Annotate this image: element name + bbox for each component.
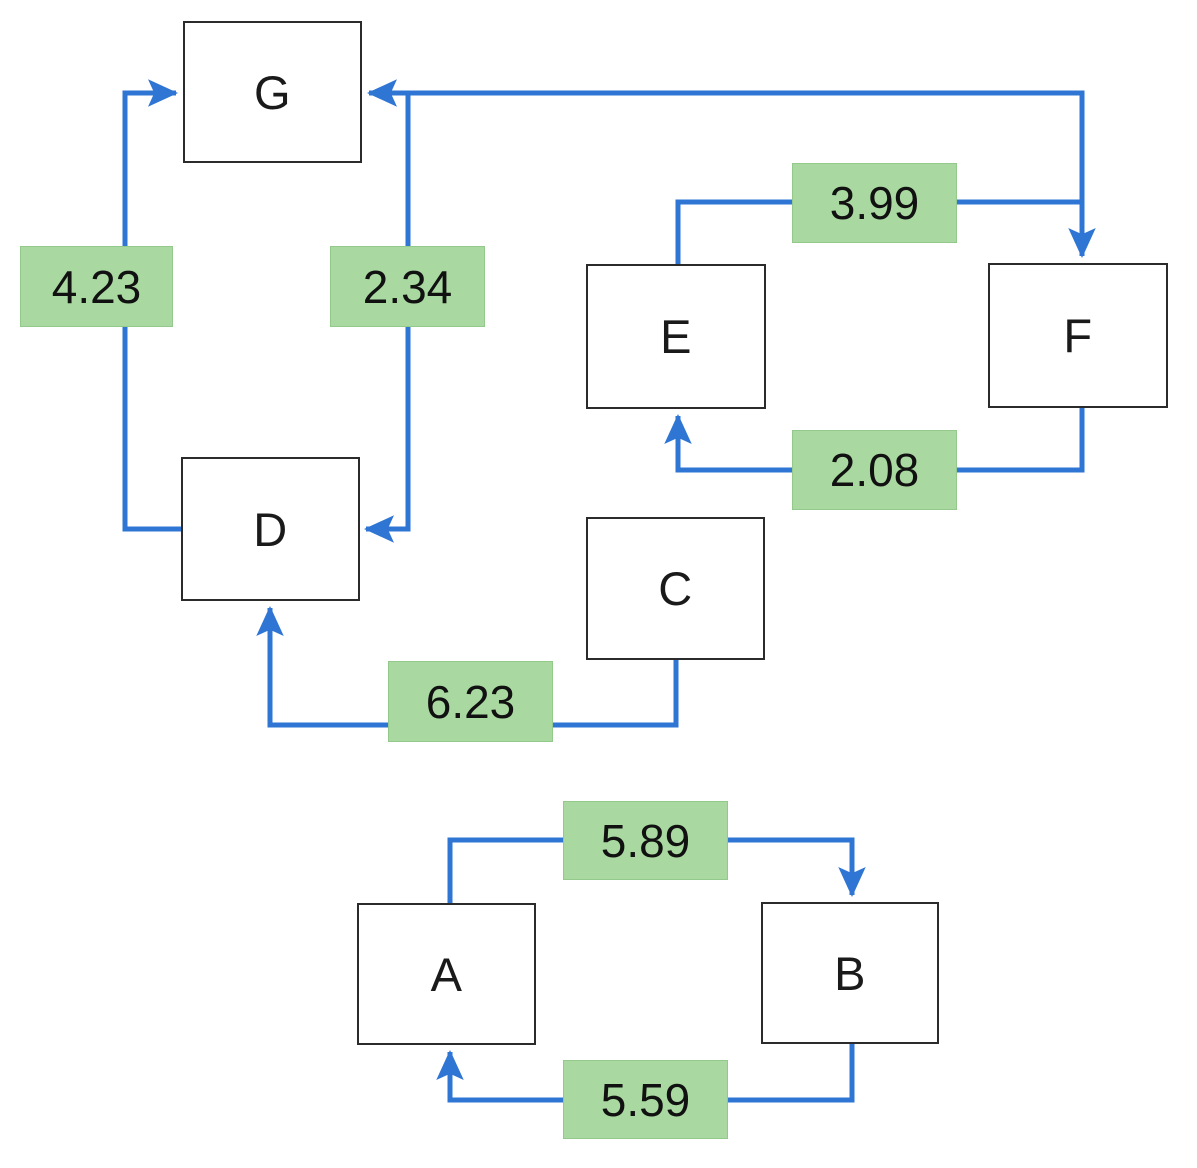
node-label-C: C: [658, 562, 693, 615]
node-D[interactable]: D: [181, 457, 360, 601]
edge-weight-G-to-D[interactable]: 2.34: [330, 246, 485, 327]
edge-weight-text: 4.23: [51, 260, 142, 313]
edge-weight-F-to-E[interactable]: 2.08: [792, 430, 957, 510]
edge-weight-text: 3.99: [829, 177, 920, 229]
edge-weight-E-to-F[interactable]: 3.99: [792, 163, 957, 243]
edge-G-to-D: [363, 93, 411, 543]
edge-weight-D-to-G[interactable]: 4.23: [20, 246, 173, 327]
edge-weight-text: 5.89: [600, 814, 691, 867]
edge-weight-text: 5.59: [600, 1073, 691, 1126]
edge-weight-A-to-B[interactable]: 5.89: [563, 801, 728, 880]
node-G[interactable]: G: [183, 21, 362, 163]
node-label-F: F: [1063, 309, 1093, 362]
node-E[interactable]: E: [586, 264, 766, 409]
node-label-A: A: [430, 947, 463, 1001]
node-A[interactable]: A: [357, 903, 536, 1045]
edge-weight-text: 2.08: [829, 444, 920, 496]
node-F[interactable]: F: [988, 263, 1168, 408]
edge-weight-C-to-D[interactable]: 6.23: [388, 661, 553, 742]
node-label-B: B: [834, 946, 866, 1000]
node-label-G: G: [253, 65, 292, 119]
edge-weight-B-to-A[interactable]: 5.59: [563, 1060, 728, 1139]
edge-F-to-G: [366, 79, 1085, 202]
node-label-E: E: [660, 310, 692, 363]
node-label-D: D: [253, 502, 288, 556]
node-C[interactable]: C: [586, 517, 765, 660]
node-B[interactable]: B: [761, 902, 939, 1044]
edge-weight-text: 2.34: [362, 260, 453, 313]
edge-weight-text: 6.23: [425, 675, 516, 728]
